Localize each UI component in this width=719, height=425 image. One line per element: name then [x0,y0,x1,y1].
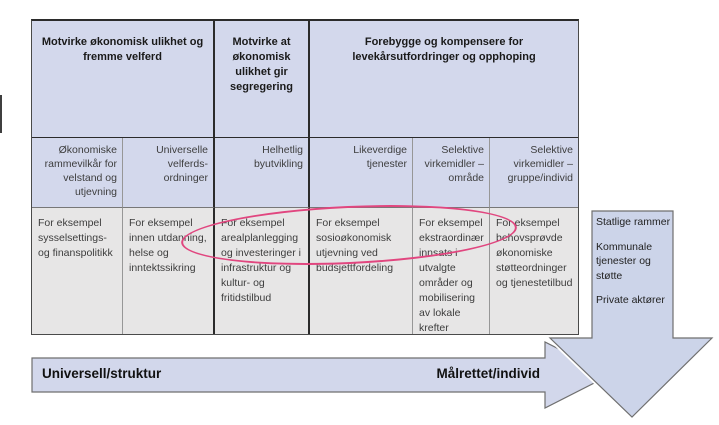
column-header-helhetlig-byutvikling: Helhetlig byutvikling [215,138,310,208]
example-cell-finanspolitikk: For eksempel sysselsettings- og finanspo… [32,208,123,334]
right-arrow-icon [31,341,612,409]
column-header-selektive-omrade: Selektive virkemidler – område [413,138,490,208]
policy-matrix-table: Motvirke økonomisk ulikhet og fremme vel… [31,19,579,335]
example-cell-ekstraordinaer-innsats: For eksempel ekstraordinær innsats i utv… [413,208,490,334]
side-arrow-item-private: Private aktører [596,294,665,306]
side-arrow-item-statlige: Statlige rammer [596,216,671,228]
bottom-arrow-label-malrettet: Målrettet/individ [436,366,540,381]
column-header-okonomiske-rammevilkar: Økonomiske rammevilkår for velstand og u… [32,138,123,208]
example-cell-utdanning-helse: For eksempel innen utdanning, helse og i… [123,208,215,334]
column-header-likeverdige-tjenester: Likeverdige tjenester [310,138,413,208]
group-header-forebygge: Forebygge og kompensere for levekårsutfo… [310,21,578,138]
side-arrow-item-kommunale: Kommunale tjenester og støtte [596,240,653,282]
page-edge-mark [0,95,2,133]
example-cell-arealplanlegging: For eksempel arealplanlegging og investe… [215,208,310,334]
group-header-motvirke-segregering: Motvirke at økonomisk ulikhet gir segreg… [215,21,310,138]
group-header-motvirke-ulikhet: Motvirke økonomisk ulikhet og fremme vel… [32,21,215,138]
example-cell-sosiookonomisk: For eksempel sosioøkonomisk utjevning ve… [310,208,413,334]
example-cell-behovsprovde: For eksempel behovsprøvde økonomiske stø… [490,208,578,334]
column-header-selektive-gruppe: Selektive virkemidler – gruppe/individ [490,138,578,208]
bottom-arrow-label-universell: Universell/struktur [42,366,162,381]
side-arrow-labels: Statlige rammer Kommunale tjenester og s… [596,215,672,318]
column-header-universelle-velferdsordninger: Universelle velferds-ordninger [123,138,215,208]
down-arrow-icon [548,210,714,418]
